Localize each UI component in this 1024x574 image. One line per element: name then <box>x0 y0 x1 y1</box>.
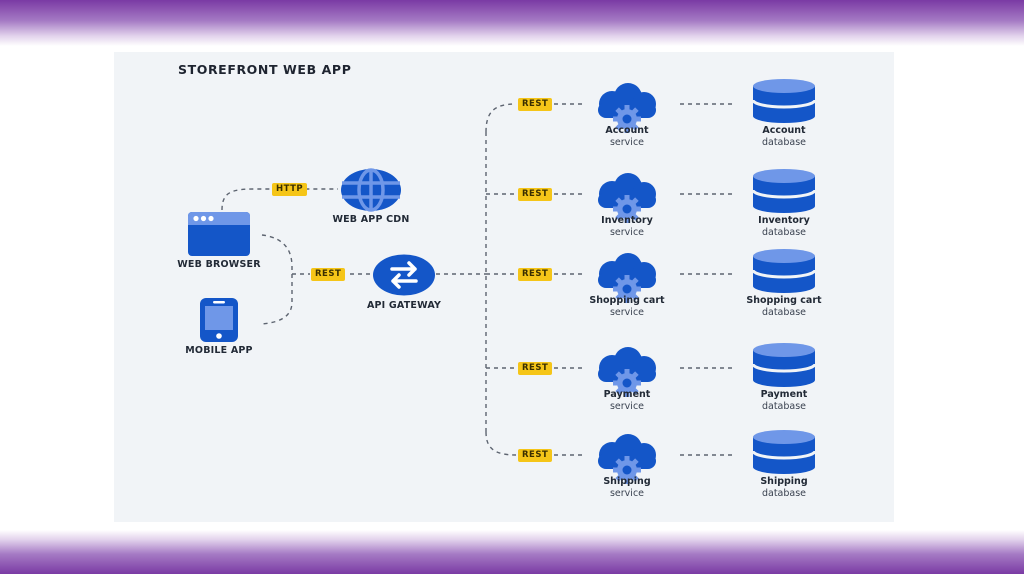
rest-badge: REST <box>518 188 553 201</box>
diagram-panel: STOREFRONT WEB APP <box>114 52 894 522</box>
database-subtitle: database <box>761 307 807 318</box>
top-decorative-band <box>0 0 1024 46</box>
service-subtitle: service <box>609 488 645 499</box>
globe-icon <box>341 168 401 212</box>
connector-clients-bracket <box>261 234 293 325</box>
connector-trunk-top <box>485 103 517 133</box>
service-subtitle: service <box>609 307 645 318</box>
bottom-decorative-band <box>0 530 1024 574</box>
cloud-gear-icon <box>598 253 656 303</box>
rest-badge: REST <box>518 268 553 281</box>
browser-window-icon <box>188 212 250 256</box>
database-icon <box>752 430 816 474</box>
rest-badge: REST <box>518 98 553 111</box>
http-badge: HTTP <box>272 183 308 196</box>
api-gateway-label: API GATEWAY <box>366 300 442 311</box>
service-name: Shopping cart <box>589 295 665 306</box>
rest-badge-gateway: REST <box>311 268 346 281</box>
database-subtitle: database <box>761 488 807 499</box>
database-icon <box>752 249 816 293</box>
service-name: Account <box>605 125 649 136</box>
service-subtitle: service <box>609 401 645 412</box>
database-icon <box>752 79 816 123</box>
database-subtitle: database <box>761 401 807 412</box>
database-icon <box>752 169 816 213</box>
cloud-gear-icon <box>598 83 656 133</box>
rest-badge: REST <box>518 362 553 375</box>
web-browser-label: WEB BROWSER <box>177 259 261 270</box>
database-name: Shopping cart <box>746 295 822 306</box>
database-name: Payment <box>760 389 808 400</box>
database-name: Shipping <box>760 476 808 487</box>
cloud-gear-icon <box>598 347 656 397</box>
database-icon <box>752 343 816 387</box>
database-subtitle: database <box>761 227 807 238</box>
cloud-gear-icon <box>598 434 656 484</box>
service-name: Shipping <box>603 476 651 487</box>
database-subtitle: database <box>761 137 807 148</box>
database-name: Account <box>762 125 806 136</box>
exchange-arrows-icon <box>373 254 435 296</box>
mobile-app-label: MOBILE APP <box>185 345 253 356</box>
web-app-cdn-label: WEB APP CDN <box>332 214 410 225</box>
service-name: Inventory <box>601 215 653 226</box>
service-subtitle: service <box>609 227 645 238</box>
rest-badge: REST <box>518 449 553 462</box>
cloud-gear-icon <box>598 173 656 223</box>
connector-trunk-bottom <box>485 431 517 456</box>
smartphone-icon <box>200 298 238 342</box>
database-name: Inventory <box>758 215 810 226</box>
service-subtitle: service <box>609 137 645 148</box>
connector-lines <box>221 103 736 456</box>
service-name: Payment <box>603 389 651 400</box>
diagram-title: STOREFRONT WEB APP <box>178 62 352 77</box>
